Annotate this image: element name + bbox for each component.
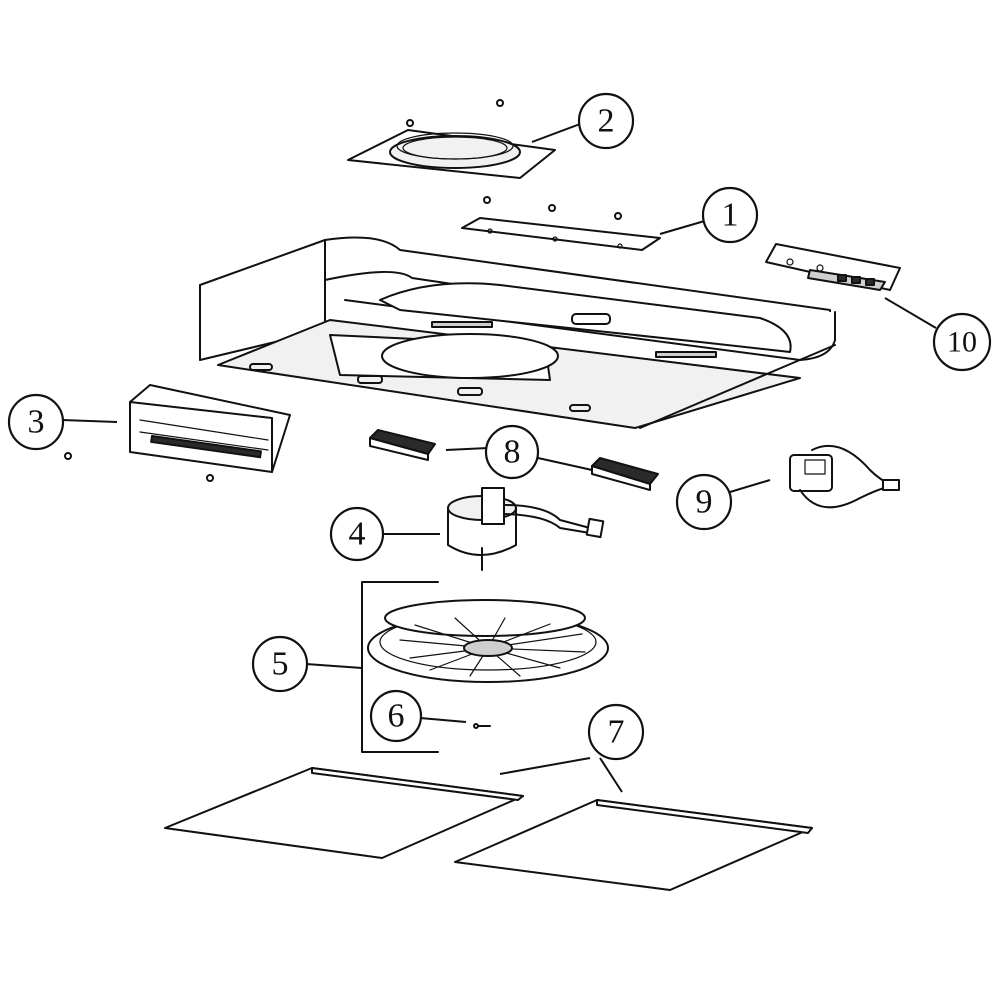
callout-5: 5 <box>251 635 309 693</box>
lamp-holder-left <box>369 429 436 461</box>
leader-lines <box>61 123 937 793</box>
callout-3: 3 <box>7 393 65 451</box>
callout-8-label: 8 <box>504 434 521 471</box>
callout-3-label: 3 <box>28 404 45 441</box>
screw <box>473 723 491 729</box>
callout-9: 9 <box>675 473 733 531</box>
lamp-holder-right <box>591 457 659 491</box>
duct-collar-plate <box>347 99 556 179</box>
callout-2: 2 <box>577 92 635 150</box>
callout-1: 1 <box>701 186 759 244</box>
cover-plate <box>461 196 661 251</box>
callout-5-label: 5 <box>272 646 289 683</box>
callout-1-label: 1 <box>722 197 739 234</box>
callout-6: 6 <box>369 689 423 743</box>
callout-10: 10 <box>932 312 992 372</box>
control-switch-board <box>765 243 901 291</box>
grease-filter-right <box>454 799 813 891</box>
callout-6-label: 6 <box>388 698 405 735</box>
callout-2-label: 2 <box>598 103 615 140</box>
wire-harness <box>789 445 900 509</box>
blower-wheel <box>367 599 609 683</box>
callout-10-label: 10 <box>947 326 977 359</box>
callout-9-label: 9 <box>696 484 713 521</box>
motor <box>447 487 605 571</box>
hood-body <box>199 236 836 429</box>
callout-7-label: 7 <box>608 714 625 751</box>
callout-7: 7 <box>587 703 645 761</box>
callout-4: 4 <box>329 506 385 562</box>
callout-8: 8 <box>484 424 540 480</box>
damper-duct-box <box>64 384 291 482</box>
grease-filter-left <box>164 767 524 859</box>
callout-4-label: 4 <box>349 516 366 553</box>
